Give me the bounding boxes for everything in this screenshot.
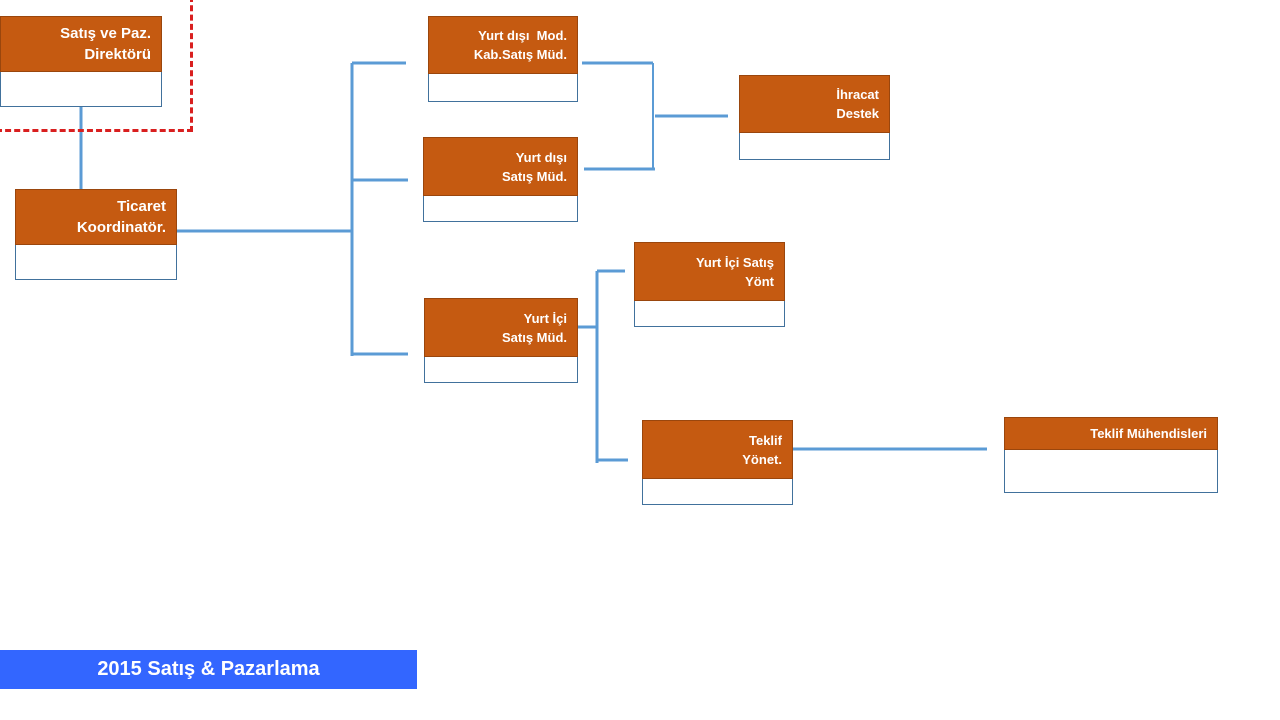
node-foreign-mod-sales-line1: Yurt dışı Mod. bbox=[478, 28, 567, 43]
node-foreign-sales-line2: Satış Müd. bbox=[501, 168, 567, 184]
node-domestic-sales-header: Yurt İçi Satış Müd. bbox=[424, 298, 578, 357]
node-domestic-sales-mgmt-body bbox=[634, 301, 785, 327]
footer-title: 2015 Satış & Pazarlama bbox=[97, 658, 320, 680]
node-foreign-mod-sales-line2: Kab.Satış Müd. bbox=[473, 47, 567, 62]
node-trade-coordinator-body bbox=[15, 245, 177, 280]
node-quote-mgmt-header: Teklif Yönet. bbox=[642, 420, 793, 479]
node-director: Satış ve Paz. Direktörü bbox=[0, 16, 162, 107]
node-domestic-sales-mgmt-line1: Yurt İçi Satış bbox=[695, 254, 774, 270]
node-export-support-line2: Destek bbox=[836, 106, 879, 121]
node-quote-engineers: Teklif Mühendisleri bbox=[1004, 417, 1218, 493]
node-domestic-sales-line1: Yurt İçi bbox=[523, 310, 567, 326]
node-director-body bbox=[0, 72, 162, 107]
node-foreign-sales: Yurt dışı Satış Müd. bbox=[423, 137, 578, 222]
node-quote-mgmt-line2: Yönet. bbox=[742, 451, 782, 467]
director-highlight-frame bbox=[0, 0, 193, 132]
node-quote-mgmt: Teklif Yönet. bbox=[642, 420, 793, 505]
node-foreign-mod-sales-body bbox=[428, 74, 578, 102]
node-quote-engineers-header: Teklif Mühendisleri bbox=[1004, 417, 1218, 450]
node-export-support-body bbox=[739, 133, 890, 160]
node-domestic-sales-mgmt-line2: Yönt bbox=[745, 273, 774, 289]
node-trade-coordinator-header: Ticaret Koordinatör. bbox=[15, 189, 177, 245]
node-foreign-mod-sales-header: Yurt dışı Mod. Kab.Satış Müd. bbox=[428, 16, 578, 74]
node-export-support-line1: İhracat bbox=[836, 87, 879, 102]
node-domestic-sales-mgmt: Yurt İçi Satış Yönt bbox=[634, 242, 785, 327]
node-export-support: İhracat Destek bbox=[739, 75, 890, 160]
node-trade-coordinator-line1: Ticaret bbox=[117, 198, 166, 215]
node-export-support-header: İhracat Destek bbox=[739, 75, 890, 133]
node-trade-coordinator: Ticaret Koordinatör. bbox=[15, 189, 177, 280]
node-domestic-sales-body bbox=[424, 357, 578, 383]
node-trade-coordinator-line2: Koordinatör. bbox=[76, 219, 166, 236]
node-quote-engineers-body bbox=[1004, 450, 1218, 493]
node-quote-mgmt-line1: Teklif bbox=[749, 432, 782, 448]
node-director-line2: Direktörü bbox=[84, 46, 151, 63]
node-director-header: Satış ve Paz. Direktörü bbox=[0, 16, 162, 72]
node-quote-engineers-line1: Teklif Mühendisleri bbox=[1090, 426, 1207, 441]
node-foreign-sales-header: Yurt dışı Satış Müd. bbox=[423, 137, 578, 196]
footer-title-banner: 2015 Satış & Pazarlama bbox=[0, 650, 417, 689]
node-foreign-sales-line1: Yurt dışı bbox=[515, 149, 567, 165]
node-foreign-sales-body bbox=[423, 196, 578, 222]
node-domestic-sales: Yurt İçi Satış Müd. bbox=[424, 298, 578, 383]
node-director-line1: Satış ve Paz. bbox=[60, 25, 151, 42]
node-foreign-mod-sales: Yurt dışı Mod. Kab.Satış Müd. bbox=[428, 16, 578, 102]
node-quote-mgmt-body bbox=[642, 479, 793, 505]
node-domestic-sales-line2: Satış Müd. bbox=[501, 329, 567, 345]
node-domestic-sales-mgmt-header: Yurt İçi Satış Yönt bbox=[634, 242, 785, 301]
